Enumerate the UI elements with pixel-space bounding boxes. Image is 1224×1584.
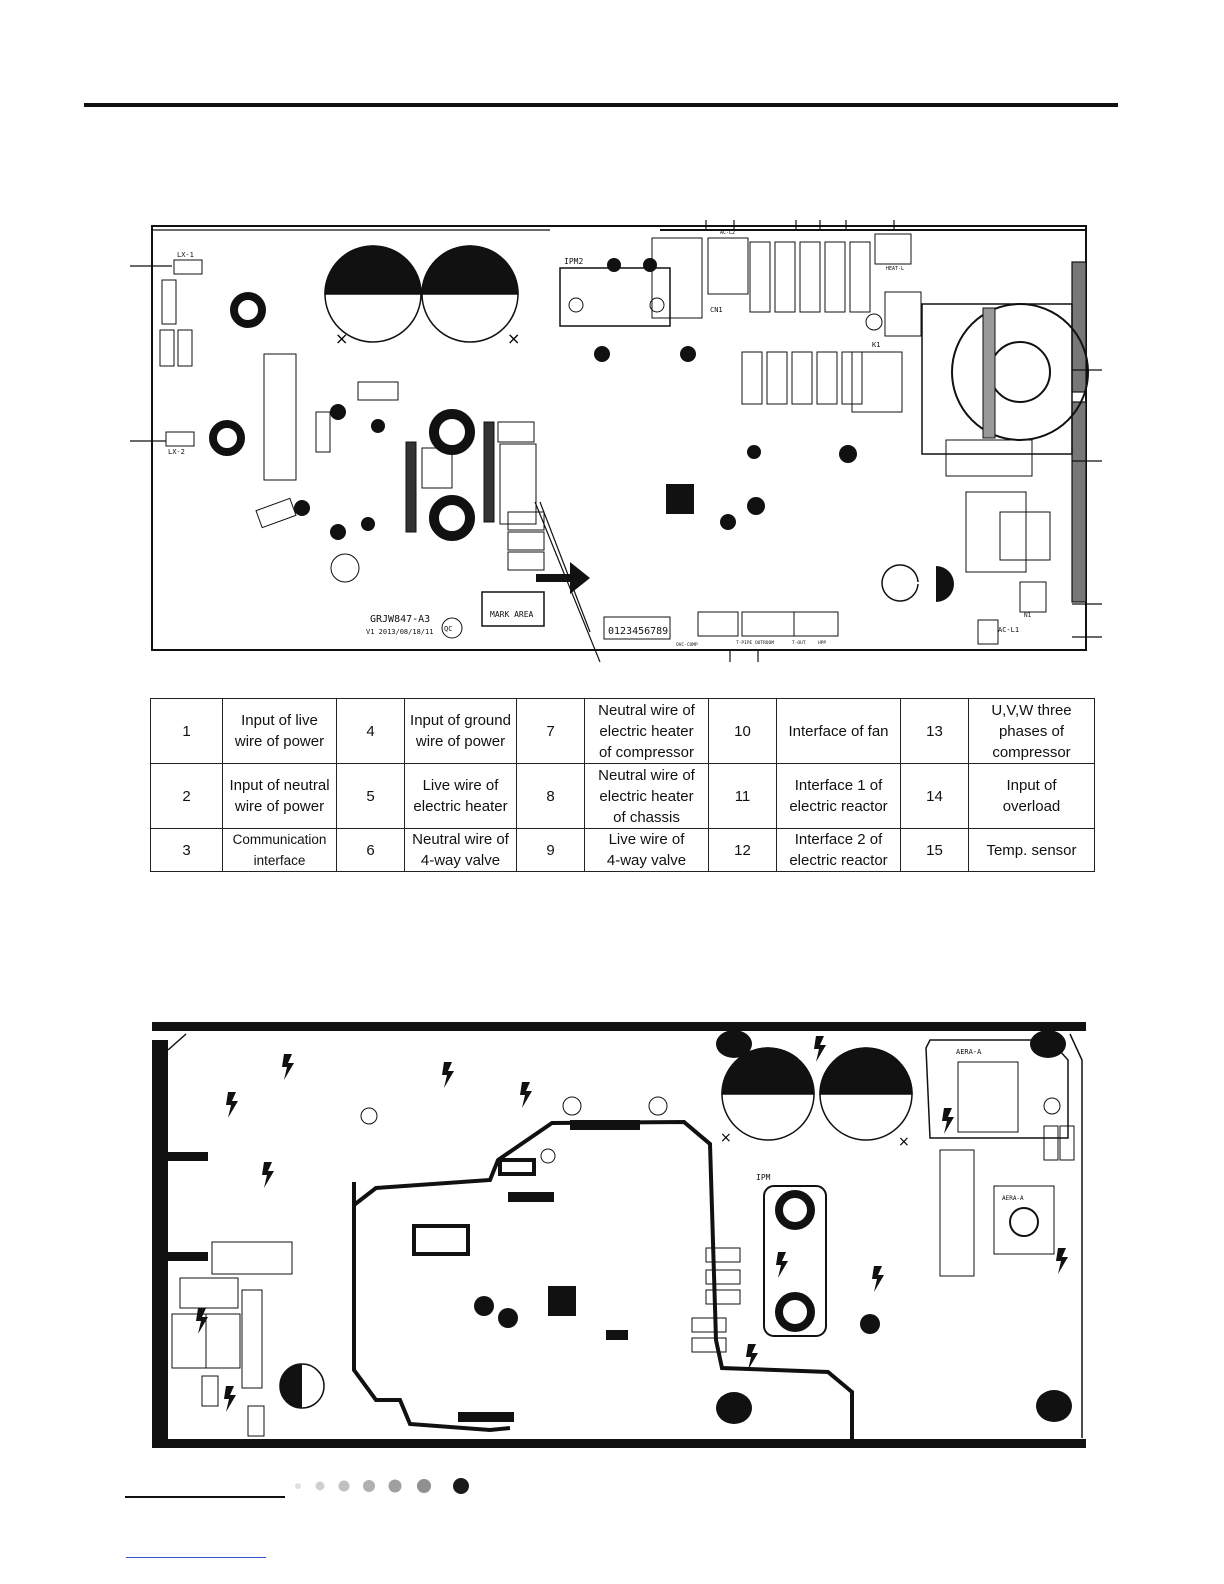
pcb-solder-side-diagram: × × bbox=[152, 1022, 1086, 1448]
legend-description: Temp. sensor bbox=[968, 828, 1095, 872]
cn1-label: CN1 bbox=[710, 306, 723, 314]
progress-dot bbox=[453, 1478, 469, 1494]
footer-rule bbox=[125, 1496, 285, 1498]
conn-label-hpp: HPP bbox=[818, 640, 826, 646]
legend-description: Interface of fan bbox=[776, 698, 901, 764]
ac-l1-label: AC-L1 bbox=[998, 626, 1019, 634]
legend-number: 11 bbox=[708, 763, 777, 829]
legend-number: 10 bbox=[708, 698, 777, 764]
legend-number: 5 bbox=[336, 763, 405, 829]
legend-number: 1 bbox=[150, 698, 223, 764]
heat-l-label: HEAT-L bbox=[886, 266, 904, 272]
footer-link-rule bbox=[126, 1557, 266, 1558]
n1-label: N1 bbox=[1024, 612, 1032, 619]
board-version-label: V1 2013/08/18/11 bbox=[366, 628, 433, 636]
svg-text:×: × bbox=[335, 329, 348, 348]
legend-number: 6 bbox=[336, 828, 405, 872]
legend-number: 15 bbox=[900, 828, 969, 872]
ipm-label: IPM bbox=[756, 1173, 771, 1182]
legend-number: 7 bbox=[516, 698, 585, 764]
pcb-component-diagram: × × bbox=[130, 220, 1102, 662]
conn-label-t-out: T-OUT bbox=[792, 640, 806, 646]
board-model-label: GRJW847-A3 bbox=[370, 614, 430, 625]
legend-number: 13 bbox=[900, 698, 969, 764]
progress-dot bbox=[388, 1479, 402, 1493]
legend-number: 12 bbox=[708, 828, 777, 872]
progress-dot bbox=[363, 1480, 375, 1492]
conn-label-ovc-comp: OVC-COMP bbox=[676, 642, 698, 648]
page-progress-dots bbox=[295, 1478, 469, 1494]
ac-l2-label: AC-L2 bbox=[720, 230, 735, 236]
lx2-label: LX-2 bbox=[168, 448, 185, 456]
svg-text:×: × bbox=[720, 1130, 732, 1146]
legend-number: 4 bbox=[336, 698, 405, 764]
svg-text:×: × bbox=[507, 329, 520, 348]
ipm2-label: IPM2 bbox=[564, 257, 583, 266]
progress-dot bbox=[338, 1480, 350, 1492]
legend-number: 3 bbox=[150, 828, 223, 872]
aera-label-side: AERA-A bbox=[1002, 1195, 1024, 1202]
legend-number: 9 bbox=[516, 828, 585, 872]
conn-label-t-pipe: T-PIPE OUTROOM bbox=[736, 640, 774, 646]
k1-label: K1 bbox=[872, 341, 880, 349]
legend-number: 8 bbox=[516, 763, 585, 829]
aera-label-top: AERA-A bbox=[956, 1048, 982, 1056]
mark-area-label: MARK AREA bbox=[490, 610, 534, 619]
header-rule bbox=[84, 103, 1118, 107]
svg-text:×: × bbox=[898, 1134, 910, 1150]
legend-number: 2 bbox=[150, 763, 223, 829]
qc-label: QC bbox=[444, 625, 452, 633]
digit-strip-label: 0123456789 bbox=[608, 626, 668, 637]
progress-dot bbox=[417, 1479, 431, 1493]
legend-number: 14 bbox=[900, 763, 969, 829]
lx1-label: LX-1 bbox=[177, 251, 194, 259]
progress-dot bbox=[295, 1483, 301, 1489]
progress-dot bbox=[315, 1481, 325, 1491]
